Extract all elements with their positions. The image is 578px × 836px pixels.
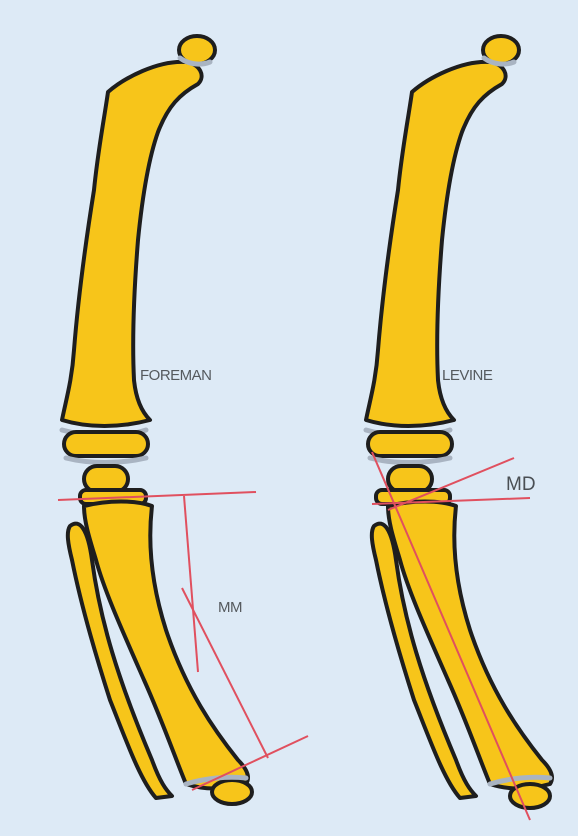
foreman-label: FOREMAN	[140, 367, 212, 384]
levine-patella-disc	[368, 432, 452, 456]
levine-label: LEVINE	[442, 367, 493, 384]
foreman-measure-label: MM	[218, 599, 242, 616]
foreman-distal-bone	[212, 780, 252, 804]
foreman-patella-disc	[64, 432, 148, 456]
levine-measure-label: MD	[506, 474, 536, 495]
